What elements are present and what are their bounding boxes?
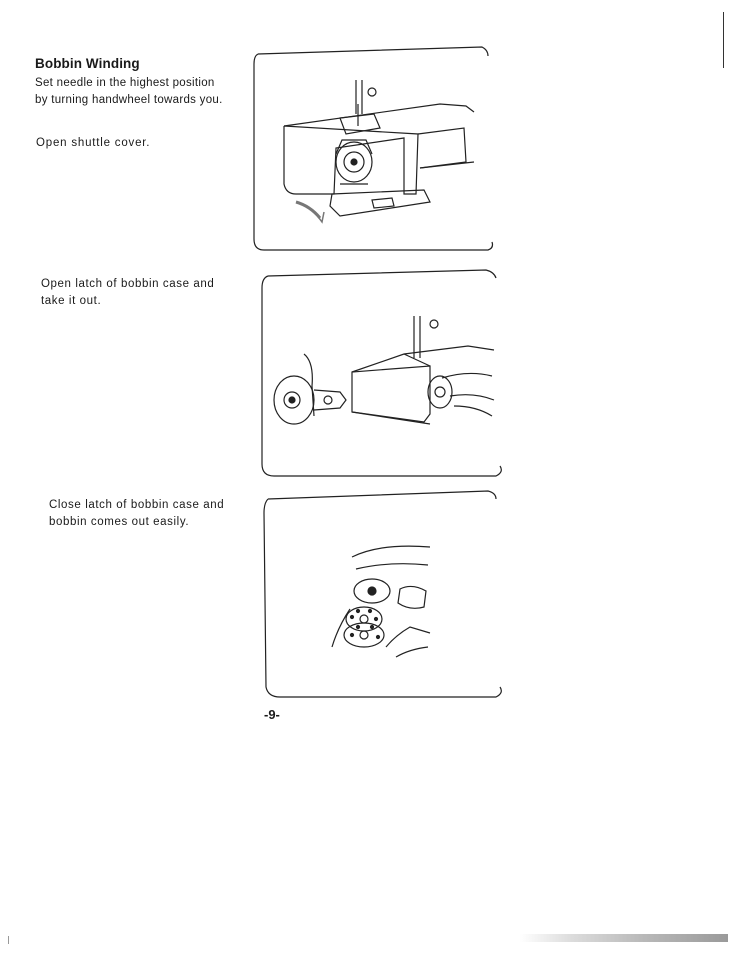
page-number: -9- bbox=[264, 707, 280, 722]
figure-bobbin-released bbox=[263, 490, 502, 698]
scan-speck bbox=[8, 936, 9, 944]
step-text-open-latch: Open latch of bobbin case and take it ou… bbox=[41, 278, 215, 307]
page-edge-mark bbox=[723, 12, 724, 68]
scan-edge-shadow bbox=[520, 934, 728, 942]
figure-open-shuttle-cover bbox=[253, 46, 494, 251]
step-text-shuttle-cover: Open shuttle cover. bbox=[36, 137, 151, 149]
step-text-close-latch: Close latch of bobbin case and bobbin co… bbox=[49, 499, 225, 528]
step-text-needle: Set needle in the highest position by tu… bbox=[35, 77, 223, 106]
section-heading: Bobbin Winding bbox=[35, 56, 140, 71]
figure-remove-bobbin-case bbox=[261, 269, 502, 477]
